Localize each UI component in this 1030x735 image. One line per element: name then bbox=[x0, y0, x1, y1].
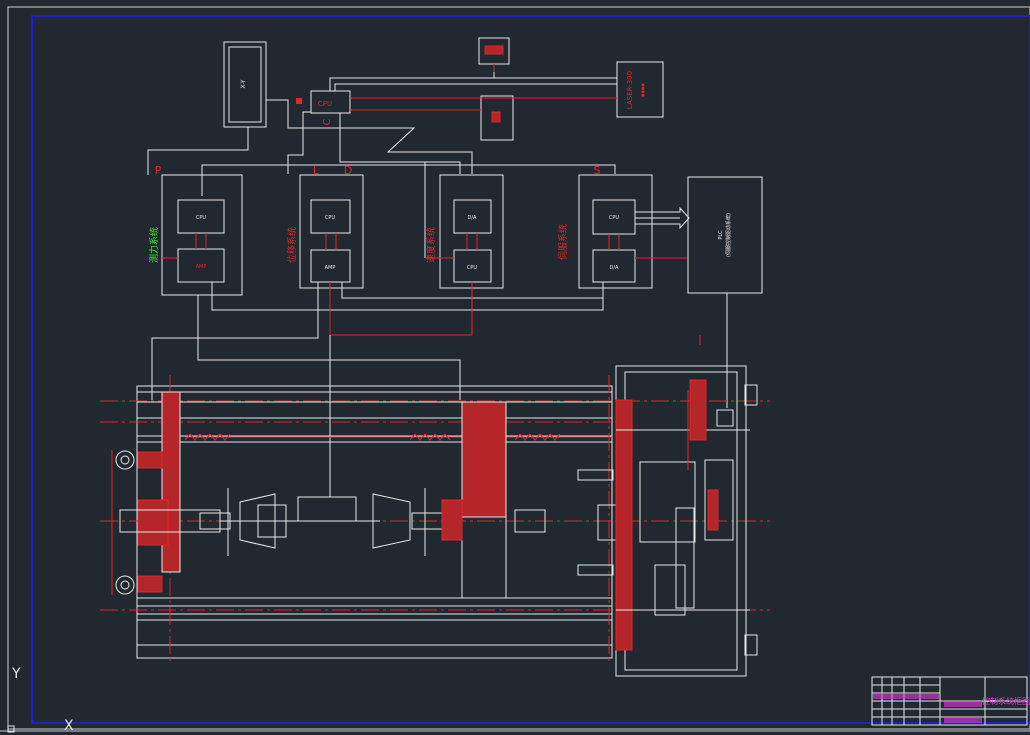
d-label: D bbox=[344, 164, 352, 177]
displacement-system-block bbox=[299, 174, 364, 289]
title-block: 控制系统框图 bbox=[871, 676, 1030, 726]
l-label: L bbox=[313, 164, 320, 177]
inner-frame bbox=[31, 15, 1030, 724]
display-block bbox=[480, 95, 514, 141]
plc-label: PLC bbox=[718, 230, 724, 240]
speed-system-block bbox=[439, 174, 504, 289]
drawing-title: 控制系统框图 bbox=[982, 696, 1030, 706]
cpu3-label: CPU bbox=[467, 265, 478, 271]
side-label-1: 测力系统 bbox=[148, 227, 160, 263]
cpu1-label: CPU bbox=[196, 215, 207, 221]
da4-label: D/A bbox=[610, 265, 620, 271]
outer-frame bbox=[7, 6, 1030, 730]
side-label-2: 位移系统 bbox=[286, 227, 298, 263]
control-block-diagram: X-Y LASER-300 ●●●● CPU C P CPU A bbox=[147, 37, 763, 497]
plc-block bbox=[687, 176, 763, 294]
servo-system-block bbox=[578, 174, 653, 289]
side-label-3: 速度系统 bbox=[425, 227, 437, 263]
laser-block bbox=[616, 61, 664, 118]
cpu4-label: CPU bbox=[609, 215, 620, 221]
svg-text:●●●●: ●●●● bbox=[640, 83, 645, 97]
ucs-icon: Y X bbox=[7, 666, 74, 734]
plc-sublabel: (伺服控制驱动系统) bbox=[725, 213, 732, 257]
amp1-block bbox=[177, 248, 225, 283]
side-label-4: 伺服系统 bbox=[557, 224, 569, 260]
ucs-x-label: X bbox=[64, 718, 74, 734]
cpu-main-label: CPU bbox=[318, 100, 332, 108]
da3-block bbox=[453, 199, 492, 234]
laser-label: LASER-300 bbox=[626, 71, 634, 109]
cpu2-block bbox=[310, 199, 351, 234]
c-label: C bbox=[322, 118, 333, 125]
xy-plotter-block bbox=[223, 41, 267, 128]
ucs-y-label: Y bbox=[11, 666, 21, 682]
amp1-label: AMP bbox=[196, 264, 207, 270]
force-system-block bbox=[161, 174, 243, 296]
cpu1-block bbox=[177, 199, 225, 234]
da3-label: D/A bbox=[468, 215, 478, 221]
cpu2-label: CPU bbox=[325, 215, 336, 221]
p-label: P bbox=[155, 164, 162, 177]
mechanical-assembly bbox=[100, 365, 770, 677]
s-label: S bbox=[594, 164, 601, 177]
da4-block bbox=[592, 249, 636, 283]
xy-plotter-label: X-Y bbox=[240, 79, 247, 88]
amp2-label: AMP bbox=[325, 265, 336, 271]
